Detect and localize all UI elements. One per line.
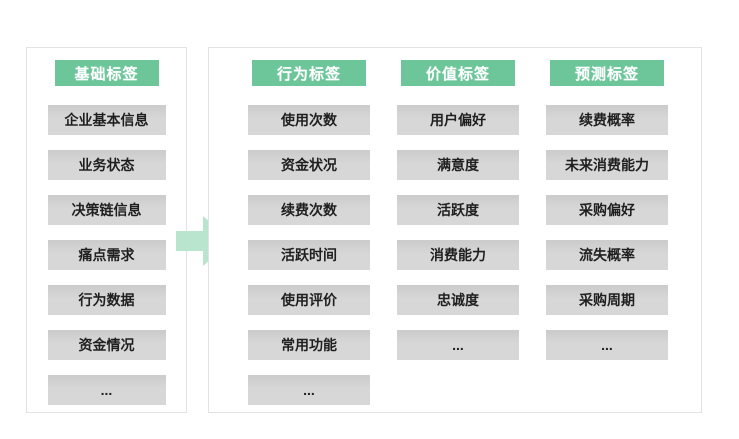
tag-box-renewal-count: 续费次数 xyxy=(248,195,370,225)
column-prediction-tags: 预测标签 续费概率 未来消费能力 采购偏好 流失概率 采购周期 ... xyxy=(537,48,677,412)
tag-box-renewal-probability: 续费概率 xyxy=(546,105,668,135)
header-value-tags: 价值标签 xyxy=(401,60,515,86)
tag-box-usage-review: 使用评价 xyxy=(248,285,370,315)
right-arrow-icon xyxy=(176,216,232,266)
tag-box-behavior-more: ... xyxy=(248,375,370,405)
tag-box-decision-chain: 决策链信息 xyxy=(47,195,166,225)
column-value-tags: 价值标签 用户偏好 满意度 活跃度 消费能力 忠诚度 ... xyxy=(388,48,528,412)
tag-box-basic-more: ... xyxy=(47,375,166,405)
header-basic-tags: 基础标签 xyxy=(54,60,159,86)
header-prediction-tags: 预测标签 xyxy=(550,60,664,86)
panel-derived-tags: 行为标签 使用次数 资金状况 续费次数 活跃时间 使用评价 常用功能 ... 价… xyxy=(208,47,702,413)
tag-box-funding-status: 资金情况 xyxy=(47,330,166,360)
tag-box-satisfaction: 满意度 xyxy=(397,150,519,180)
tag-box-activity-level: 活跃度 xyxy=(397,195,519,225)
column-behavior-tags: 行为标签 使用次数 资金状况 续费次数 活跃时间 使用评价 常用功能 ... xyxy=(239,48,379,412)
tag-box-pain-points: 痛点需求 xyxy=(47,240,166,270)
tag-box-spending-power: 消费能力 xyxy=(397,240,519,270)
tag-box-loyalty: 忠诚度 xyxy=(397,285,519,315)
tag-box-funds-condition: 资金状况 xyxy=(248,150,370,180)
tag-box-future-spending-power: 未来消费能力 xyxy=(546,150,668,180)
tag-box-company-info: 企业基本信息 xyxy=(47,105,166,135)
tag-box-user-preference: 用户偏好 xyxy=(397,105,519,135)
header-behavior-tags: 行为标签 xyxy=(252,60,366,86)
tag-box-business-status: 业务状态 xyxy=(47,150,166,180)
tag-box-prediction-more: ... xyxy=(546,330,668,360)
tag-box-purchase-cycle: 采购周期 xyxy=(546,285,668,315)
tag-box-churn-probability: 流失概率 xyxy=(546,240,668,270)
panel-basic-tags: 基础标签 企业基本信息 业务状态 决策链信息 痛点需求 行为数据 资金情况 ..… xyxy=(26,47,187,413)
tag-box-active-time: 活跃时间 xyxy=(248,240,370,270)
tag-box-frequent-functions: 常用功能 xyxy=(248,330,370,360)
tag-box-behavior-data: 行为数据 xyxy=(47,285,166,315)
tag-box-purchase-preference: 采购偏好 xyxy=(546,195,668,225)
tag-box-value-more: ... xyxy=(397,330,519,360)
column-basic-tags: 基础标签 企业基本信息 业务状态 决策链信息 痛点需求 行为数据 资金情况 ..… xyxy=(27,48,186,405)
tag-box-usage-count: 使用次数 xyxy=(248,105,370,135)
